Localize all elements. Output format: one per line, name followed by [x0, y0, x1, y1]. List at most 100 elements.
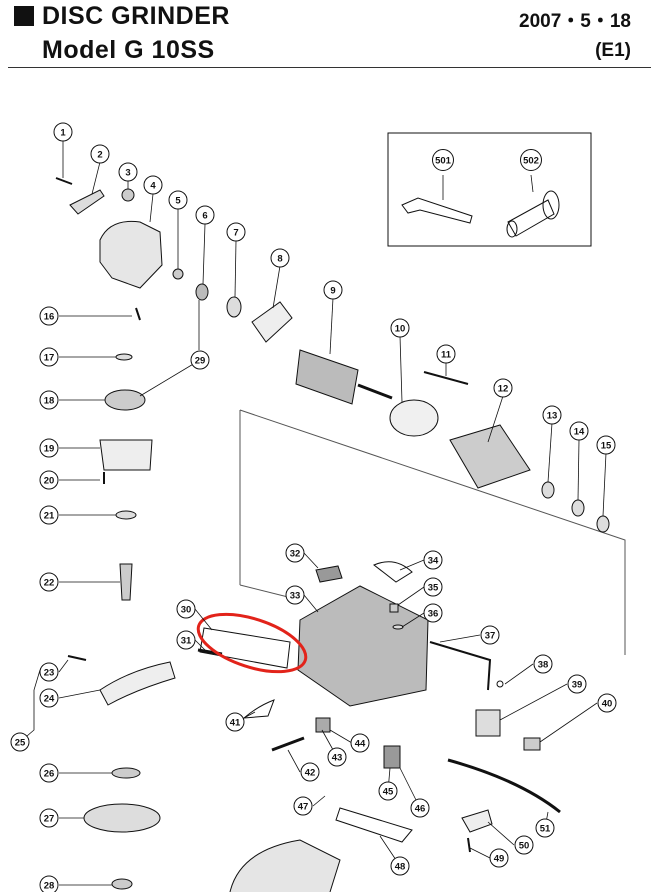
part-19-housing	[99, 439, 153, 471]
callout-37: 37	[480, 625, 500, 645]
part-38-terminal	[496, 680, 504, 688]
callout-44: 44	[350, 733, 370, 753]
callout-number: 35	[428, 582, 439, 593]
part-6	[195, 283, 209, 301]
part-28-nut	[111, 878, 133, 890]
part-1-screw	[55, 177, 73, 185]
part-48-cord-armor	[335, 807, 413, 843]
callout-number: 501	[435, 155, 452, 166]
part-33-motor-housing	[297, 585, 429, 707]
part-9-armature	[295, 349, 393, 405]
callout-circle	[300, 762, 320, 782]
callout-number: 25	[15, 737, 26, 748]
callout-2: 2	[90, 144, 110, 164]
callout-number: 3	[125, 167, 130, 178]
callout-10: 10	[390, 318, 410, 338]
callout-circle	[176, 630, 196, 650]
part-12-stator	[449, 424, 531, 489]
callout-502: 502	[520, 149, 542, 171]
callout-4: 4	[143, 175, 163, 195]
callout-number: 36	[428, 608, 439, 619]
callout-circle	[323, 280, 343, 300]
callout-50: 50	[514, 835, 534, 855]
callout-circle	[176, 599, 196, 619]
callout-number: 27	[44, 813, 55, 824]
callout-circle	[53, 122, 73, 142]
callout-15: 15	[596, 435, 616, 455]
callout-circle	[520, 149, 542, 171]
part-7-bearing	[226, 296, 242, 318]
callout-circle	[39, 808, 59, 828]
callout-47: 47	[293, 796, 313, 816]
callout-circle	[39, 875, 59, 892]
callout-number: 51	[540, 823, 551, 834]
callout-number: 1	[60, 127, 66, 138]
callout-circle	[493, 378, 513, 398]
callout-circle	[378, 781, 398, 801]
callout-circle	[542, 405, 562, 425]
callout-number: 23	[44, 667, 55, 678]
document-title: DISC GRINDER	[42, 2, 230, 30]
callout-number: 20	[44, 475, 55, 486]
callout-41: 41	[225, 712, 245, 732]
callout-number: 37	[485, 630, 496, 641]
callout-38: 38	[533, 654, 553, 674]
callout-33: 33	[285, 585, 305, 605]
callout-number: 26	[44, 768, 55, 779]
callout-number: 6	[202, 210, 207, 221]
callout-circle	[480, 625, 500, 645]
callout-11: 11	[436, 344, 456, 364]
callout-circle	[195, 205, 215, 225]
callout-circle	[423, 603, 443, 623]
callout-24: 24	[39, 688, 59, 708]
callout-number: 38	[538, 659, 549, 670]
callout-number: 22	[44, 577, 55, 588]
callout-circle	[39, 505, 59, 525]
callout-circle	[423, 550, 443, 570]
part-11-screw	[423, 371, 469, 385]
part-42-brush-cap	[271, 736, 305, 752]
callout-circle	[90, 144, 110, 164]
callout-circle	[489, 848, 509, 868]
callout-number: 16	[44, 311, 55, 322]
callout-28: 28	[39, 875, 59, 892]
callout-number: 4	[150, 180, 156, 191]
callout-number: 8	[277, 253, 282, 264]
callout-circle	[226, 222, 246, 242]
callout-number: 44	[355, 738, 366, 749]
callout-circle	[285, 543, 305, 563]
callout-circle	[39, 572, 59, 592]
callout-number: 18	[44, 395, 55, 406]
callout-25: 25	[10, 732, 30, 752]
callout-circle	[39, 763, 59, 783]
callout-number: 13	[547, 410, 558, 421]
part-16-pin	[135, 307, 141, 321]
callout-32: 32	[285, 543, 305, 563]
callout-27: 27	[39, 808, 59, 828]
part-8-plate	[251, 301, 293, 343]
callout-circle	[569, 421, 589, 441]
callout-circle	[190, 350, 210, 370]
callout-12: 12	[493, 378, 513, 398]
callout-circle	[39, 306, 59, 326]
part-22-spindle	[119, 563, 133, 601]
callout-circle	[10, 732, 30, 752]
callout-circle	[410, 798, 430, 818]
header-rule	[8, 67, 651, 68]
callout-number: 21	[44, 510, 55, 521]
part-49-screw	[467, 837, 471, 853]
callout-circle	[39, 438, 59, 458]
callout-number: 502	[523, 155, 539, 166]
callout-number: 24	[44, 693, 55, 704]
callout-number: 30	[181, 604, 192, 615]
callout-number: 48	[395, 861, 406, 872]
callout-number: 34	[428, 555, 439, 566]
callout-35: 35	[423, 577, 443, 597]
callout-1: 1	[53, 122, 73, 142]
callout-circle	[514, 835, 534, 855]
callout-8: 8	[270, 248, 290, 268]
callout-circle	[225, 712, 245, 732]
callout-30: 30	[176, 599, 196, 619]
